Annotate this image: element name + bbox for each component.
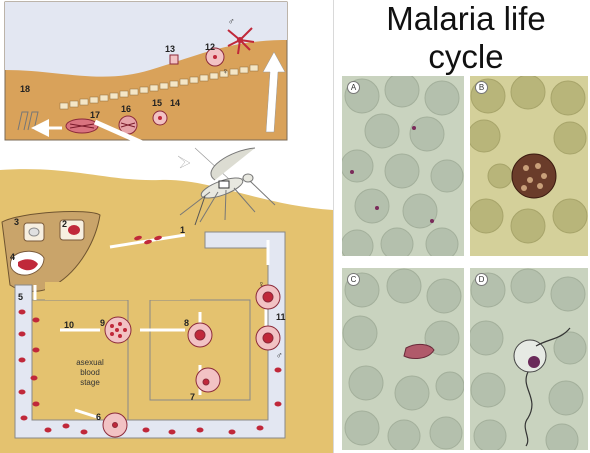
inset-connector-arrow [93,119,187,165]
svg-text:stage: stage [80,378,100,387]
step-1-label: 1 [180,225,185,235]
step-13-label: 13 [165,44,175,54]
liver [1,210,101,292]
micrograph-a-label: A [347,81,360,94]
blood-vessel [14,231,286,439]
step-12-label: 12 [205,42,215,52]
mosquito [179,147,276,226]
life-cycle-diagram: 1 2 3 4 5 6 7 8 9 10 11 12 13 14 15 16 1… [0,1,333,453]
micrograph-c: C [342,268,464,450]
step-numbers: 1 2 3 4 5 6 7 8 9 10 11 12 13 14 15 16 1… [10,42,286,422]
female-symbol-blood: ♀ [258,279,265,289]
step-18-label: 18 [20,84,30,94]
step-5-label: 5 [18,292,23,302]
micrograph-a-image [342,76,464,256]
step-10-label: 10 [64,320,74,330]
micrograph-d-label: D [475,273,488,286]
page-title: Malaria life cycle [346,0,586,76]
step-15-label: 15 [152,98,162,108]
step-2-label: 2 [62,219,67,229]
micrograph-c-image [342,268,464,450]
micrograph-c-label: C [347,273,360,286]
step-4-label: 4 [10,252,15,262]
micrograph-b-label: B [475,81,488,94]
step-8-label: 8 [184,318,189,328]
panel-divider [333,0,334,453]
male-symbol-gut: ♂ [228,16,235,26]
micrograph-d-image [470,268,587,450]
step-16-label: 16 [121,104,131,114]
title-line-2: cycle [428,38,504,75]
asexual-blood-stage-label: asexual blood stage [76,358,104,387]
step-6-label: 6 [96,412,101,422]
title-line-1: Malaria life [386,0,546,37]
male-symbol-blood: ♂ [276,350,283,360]
svg-text:blood: blood [80,368,100,377]
micrograph-a: A [342,76,464,256]
step-17-label: 17 [90,110,100,120]
micrograph-b-image [470,76,588,244]
step-11-label: 11 [276,312,286,322]
step-9-label: 9 [100,318,105,328]
step-14-label: 14 [170,98,180,108]
step-3-label: 3 [14,217,19,227]
svg-text:asexual: asexual [76,358,104,367]
micrograph-d: D [470,268,588,450]
mosquito-gut-inset [4,1,288,141]
female-symbol-gut: ♀ [222,66,229,76]
micrograph-b: B [470,76,588,256]
step-7-label: 7 [190,392,195,402]
